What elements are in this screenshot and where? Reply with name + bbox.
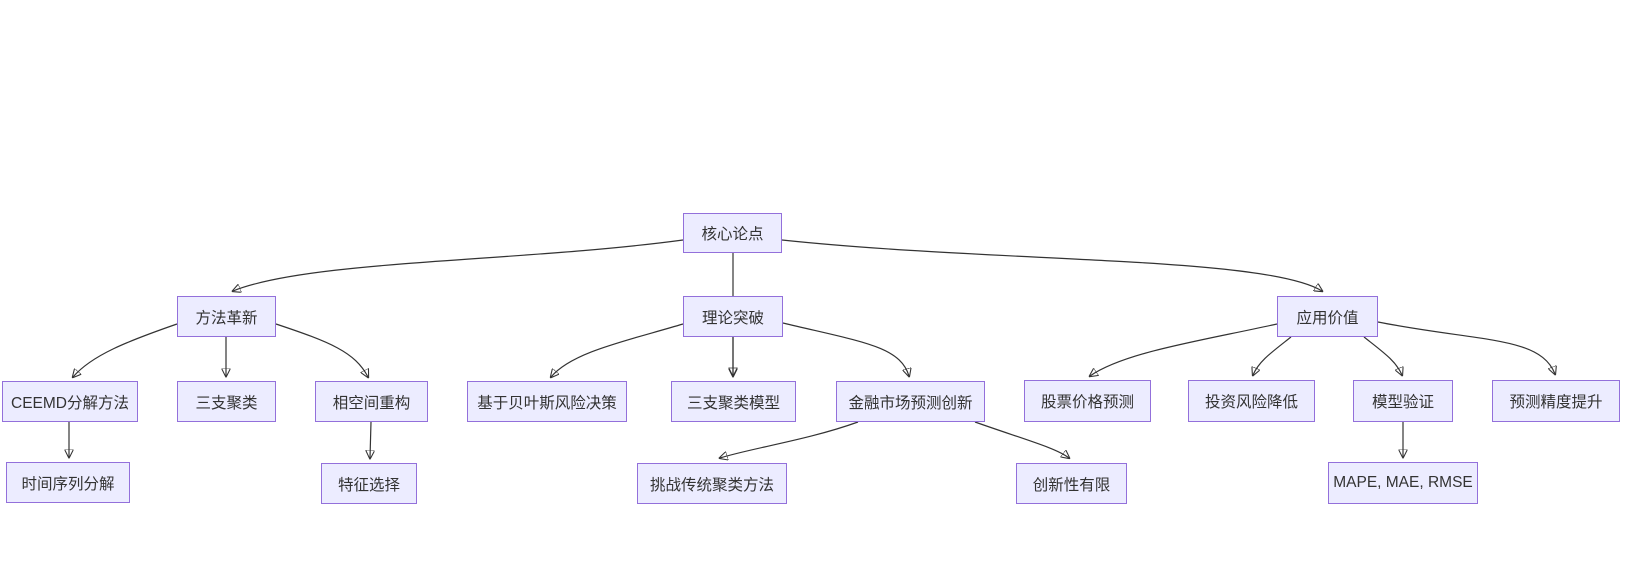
edge-theory-bayes (551, 323, 684, 377)
node-investment-risk-reduction: 投资风险降低 (1188, 380, 1315, 422)
node-time-series-decomposition: 时间序列分解 (6, 462, 130, 503)
edge-phase-space-feature (370, 421, 371, 458)
node-three-way-clustering-model: 三支聚类模型 (671, 381, 796, 422)
node-method-innovation: 方法革新 (177, 296, 276, 337)
edge-root-method (233, 239, 684, 291)
edge-method-phase-space (275, 323, 368, 377)
edge-root-application (781, 239, 1322, 291)
edge-method-ceemd (73, 323, 178, 377)
node-limited-innovation: 创新性有限 (1016, 463, 1127, 504)
node-ceemd-decomposition: CEEMD分解方法 (2, 381, 138, 422)
node-model-validation: 模型验证 (1353, 380, 1453, 422)
edge-application-validation (1363, 336, 1402, 375)
node-three-way-clustering: 三支聚类 (177, 381, 276, 422)
edge-finance-limited (974, 421, 1069, 458)
node-prediction-accuracy-improvement: 预测精度提升 (1492, 380, 1620, 422)
edge-application-risk (1253, 336, 1292, 375)
edge-finance-challenge (720, 421, 859, 458)
node-bayesian-risk-decision: 基于贝叶斯风险决策 (467, 381, 627, 422)
node-stock-price-prediction: 股票价格预测 (1024, 380, 1151, 422)
node-application-value: 应用价值 (1277, 296, 1378, 337)
node-financial-market-prediction-innovation: 金融市场预测创新 (836, 381, 985, 422)
node-phase-space-reconstruction: 相空间重构 (315, 381, 428, 422)
node-challenge-traditional-clustering: 挑战传统聚类方法 (637, 463, 787, 504)
node-feature-selection: 特征选择 (321, 463, 417, 504)
node-theoretical-breakthrough: 理论突破 (683, 296, 783, 337)
node-mape-mae-rmse-metrics: MAPE, MAE, RMSE (1328, 462, 1478, 504)
edge-application-accuracy (1377, 321, 1555, 374)
edge-application-stock (1090, 323, 1278, 376)
edge-theory-finance (782, 322, 909, 376)
node-core-thesis: 核心论点 (683, 213, 782, 253)
